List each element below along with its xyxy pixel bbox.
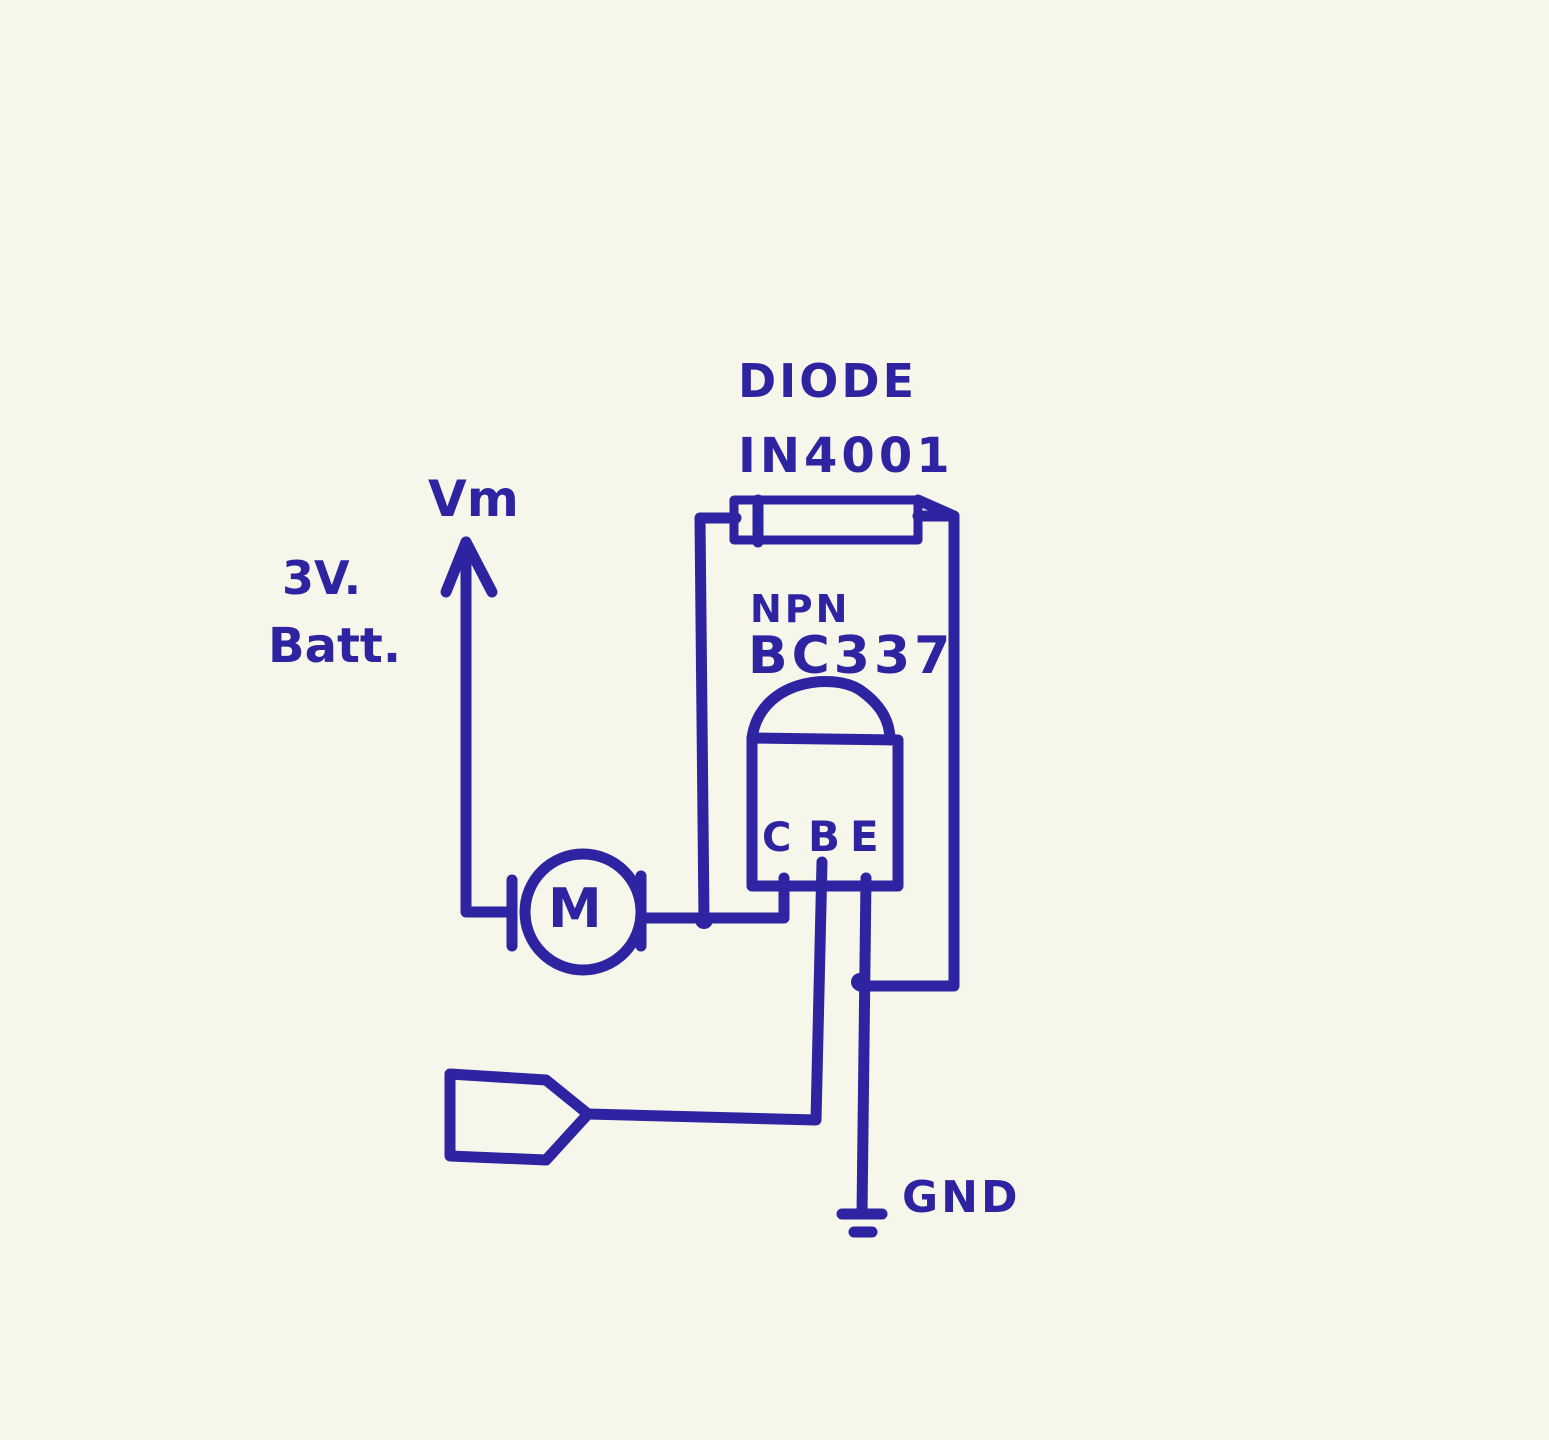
motor-label: M xyxy=(548,877,602,940)
ground-label: GND xyxy=(902,1172,1021,1223)
diode-left-wire xyxy=(694,512,742,926)
input-connector-symbol xyxy=(444,1068,594,1166)
vm-supply-wire xyxy=(440,536,518,918)
pin-e-label: E xyxy=(850,812,879,861)
emitter-wire xyxy=(856,872,872,1220)
pin-b-label: B xyxy=(808,812,841,861)
vm-label: Vm xyxy=(428,470,519,528)
ground-symbol xyxy=(836,1208,888,1238)
junction-dot-emitter xyxy=(851,973,869,991)
diode-title: DIODE xyxy=(738,354,918,408)
diode-right-wire xyxy=(854,510,960,992)
battery-label: Batt. xyxy=(268,618,402,674)
transistor-package xyxy=(746,675,904,892)
pin-c-label: C xyxy=(762,815,792,861)
base-wire xyxy=(582,856,828,1126)
diode-part-number: IN4001 xyxy=(738,428,954,484)
transistor-part-label: BC337 xyxy=(748,626,955,686)
battery-voltage-label: 3V. xyxy=(282,551,362,605)
transistor-type-label: NPN xyxy=(750,587,851,631)
motor-symbol xyxy=(506,848,647,976)
